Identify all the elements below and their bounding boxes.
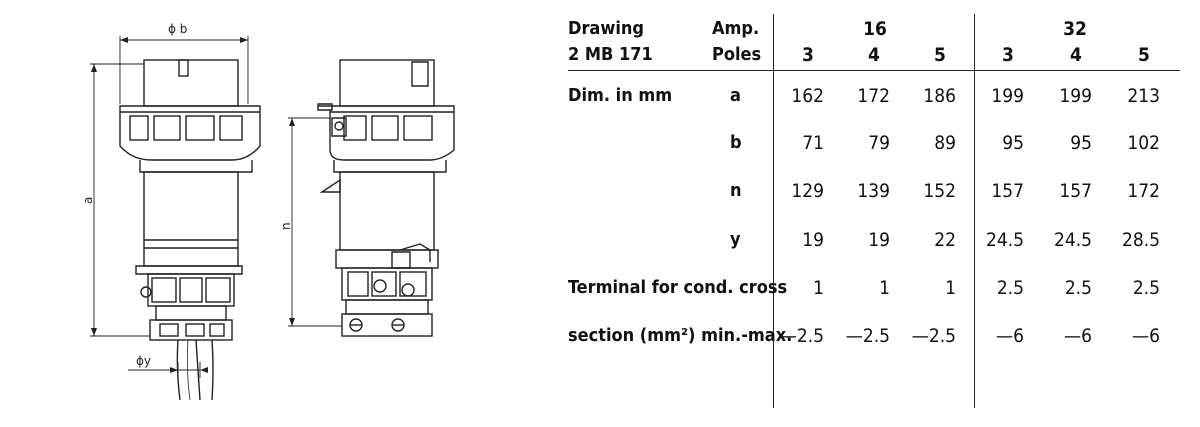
table-cell: —2.5: [845, 325, 890, 347]
terminal-label-line2: section (mm²) min.-max.: [568, 325, 793, 346]
table-cell: 24.5: [985, 229, 1024, 251]
table-cell: 19: [868, 229, 890, 251]
table-cell: 199: [991, 85, 1024, 107]
dim-label-n: n: [279, 222, 293, 230]
table-cell: 24.5: [1053, 229, 1092, 251]
table-cell: 152: [923, 180, 956, 202]
table-cell: 186: [923, 85, 956, 107]
table-cell: 28.5: [1121, 229, 1160, 251]
table-cell: 19: [802, 229, 824, 251]
amp-group-16: 16: [863, 18, 887, 40]
table-cell: 213: [1127, 85, 1160, 107]
table-cell: 199: [1059, 85, 1092, 107]
poles-col-1: 3: [802, 44, 814, 66]
poles-label: Poles: [712, 44, 762, 65]
table-cell: 71: [802, 132, 824, 154]
table-header-rule: [568, 70, 1180, 71]
poles-col-3: 5: [934, 44, 946, 66]
row-key-a: a: [730, 85, 741, 106]
drawing-label: Drawing: [568, 18, 644, 39]
dim-label-a: a: [81, 197, 95, 204]
section-label: Dim. in mm: [568, 85, 673, 106]
row-key-b: b: [730, 132, 742, 153]
table-cell: 1: [945, 277, 956, 299]
table-cell: 172: [857, 85, 890, 107]
table-cell: 2.5: [1132, 277, 1160, 299]
amp-group-32: 32: [1063, 18, 1087, 40]
table-cell: —2.5: [779, 325, 824, 347]
dimension-lines: [90, 36, 342, 378]
table-vline-left: [773, 14, 774, 408]
poles-col-5: 4: [1070, 44, 1082, 66]
table-cell: —6: [1132, 325, 1160, 347]
table-cell: —6: [1064, 325, 1092, 347]
row-key-n: n: [730, 180, 742, 201]
table-cell: 79: [868, 132, 890, 154]
row-key-y: y: [730, 229, 741, 250]
dim-label-b: ϕ b: [168, 22, 187, 36]
table-cell: 1: [879, 277, 890, 299]
technical-drawing: ϕ b a n ϕy: [81, 22, 455, 401]
poles-col-6: 5: [1138, 44, 1150, 66]
terminal-label-line1: Terminal for cond. cross: [568, 277, 788, 298]
table-cell: 162: [791, 85, 824, 107]
dim-label-y: ϕy: [136, 354, 151, 368]
table-cell: 129: [791, 180, 824, 202]
table-cell: 139: [857, 180, 890, 202]
table-cell: 89: [934, 132, 956, 154]
table-vline-group: [974, 14, 975, 408]
table-cell: 102: [1127, 132, 1160, 154]
amp-label: Amp.: [712, 18, 760, 39]
table-cell: 95: [1002, 132, 1024, 154]
table-cell: —6: [996, 325, 1024, 347]
table-cell: 1: [813, 277, 824, 299]
table-cell: —2.5: [911, 325, 956, 347]
poles-col-2: 4: [868, 44, 880, 66]
table-cell: 157: [991, 180, 1024, 202]
plug-side-view: [317, 59, 455, 337]
poles-col-4: 3: [1002, 44, 1014, 66]
table-cell: 95: [1070, 132, 1092, 154]
table-cell: 2.5: [1064, 277, 1092, 299]
drawing-number: 2 MB 171: [568, 44, 653, 65]
table-cell: 157: [1059, 180, 1092, 202]
table-cell: 2.5: [996, 277, 1024, 299]
plug-front-view: [119, 59, 261, 401]
table-cell: 172: [1127, 180, 1160, 202]
table-cell: 22: [934, 229, 956, 251]
